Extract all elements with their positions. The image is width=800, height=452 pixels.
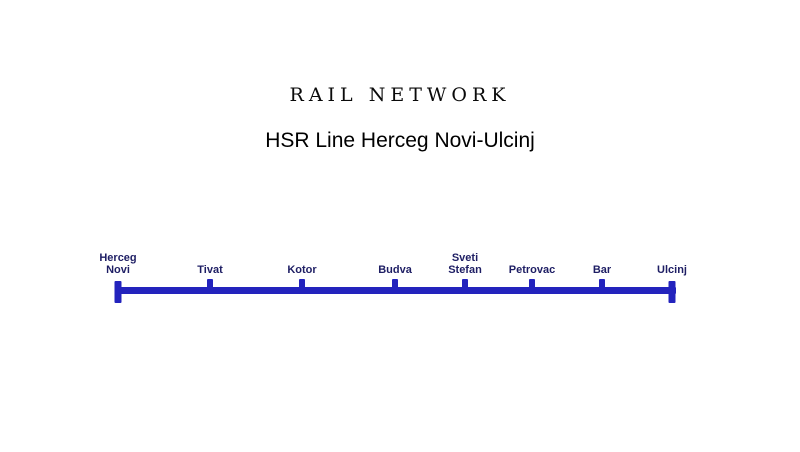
station-label-kotor: Kotor	[287, 264, 317, 276]
station-label-tivat: Tivat	[197, 264, 223, 276]
station-label-ulcinj: Ulcinj	[657, 264, 687, 276]
station-tick-petrovac	[529, 279, 535, 294]
station-label-bar: Bar	[592, 264, 612, 276]
station-label-budva: Budva	[378, 264, 412, 276]
station-tick-budva	[392, 279, 398, 294]
station-tick-bar	[599, 279, 605, 294]
station-label-petrovac: Petrovac	[508, 264, 556, 276]
page-title: RAIL NETWORK	[289, 84, 511, 106]
terminal-marker-ulcinj	[668, 281, 676, 303]
station-tick-sveti-stefan	[462, 279, 468, 294]
terminal-marker-herceg-novi	[114, 281, 122, 303]
line-subtitle: HSR Line Herceg Novi-Ulcinj	[265, 129, 535, 152]
station-tick-tivat	[207, 279, 213, 294]
station-tick-kotor	[299, 279, 305, 294]
